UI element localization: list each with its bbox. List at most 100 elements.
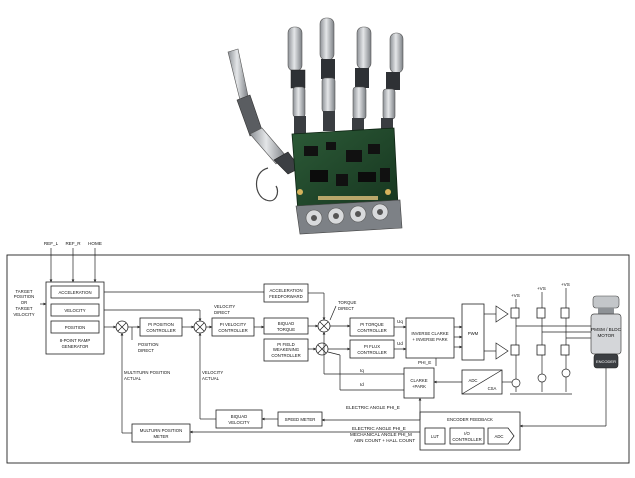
- svg-text:MOTOR: MOTOR: [597, 333, 615, 338]
- electric-angle-label: ELECTRIC ANGLE PHI_E: [346, 405, 400, 410]
- palm-pcb: [291, 127, 399, 213]
- ramp-acceleration: ACCELERATION: [58, 290, 91, 295]
- clarke-park: CLARKE +PARK: [403, 367, 435, 399]
- biquad-torque: BIQUAD TORQUE: [263, 317, 309, 335]
- finger-little: [381, 32, 404, 134]
- pi-velocity-controller: PI VELOCITY CONTROLLER: [211, 317, 255, 337]
- svg-text:PMSM / BLDC: PMSM / BLDC: [591, 327, 622, 332]
- svg-text:CONTROLLER: CONTROLLER: [218, 328, 247, 333]
- motor: PMSM / BLDC MOTOR ENCODER: [590, 295, 622, 369]
- velocity-actual-2: ACTUAL: [202, 376, 220, 381]
- svg-text:CONTROLLER: CONTROLLER: [271, 353, 300, 358]
- svg-text:CONTROLLER: CONTROLLER: [452, 437, 481, 442]
- pi-field-weakening-controller: PI FIELD WEAKENING CONTROLLER: [263, 338, 309, 362]
- svg-text:VELOCITY: VELOCITY: [228, 420, 249, 425]
- multiturn-position-meter: MULTURN POSITION METER: [131, 423, 191, 443]
- velocity-actual-1: VELOCITY: [202, 370, 223, 375]
- block-diagram: REF_L REF_R HOME TARGET POSITION OR TARG…: [6, 241, 630, 464]
- finger-index: [287, 26, 306, 134]
- svg-text:PI TORQUE: PI TORQUE: [360, 322, 384, 327]
- torque-direct-2: DIRECT: [338, 306, 354, 311]
- uq-label: Uq: [397, 319, 403, 324]
- sum-junction-position: [115, 320, 129, 334]
- svg-text:ENCODER: ENCODER: [596, 359, 616, 364]
- pi-position-controller: PI POSITION CONTROLLER: [139, 317, 183, 337]
- svg-text:ENCODER FEEDBACK: ENCODER FEEDBACK: [447, 417, 493, 422]
- svg-text:TORQUE: TORQUE: [277, 327, 295, 332]
- svg-text:PI FIELD: PI FIELD: [277, 342, 294, 347]
- multiturn-actual-2: ACTUAL: [124, 376, 142, 381]
- svg-text:+PARK: +PARK: [412, 384, 426, 389]
- ramp-velocity-box: [50, 303, 100, 317]
- robotic-hand-image: [227, 17, 404, 235]
- iq-label: Iq: [360, 368, 364, 373]
- svg-text:+VS: +VS: [537, 286, 546, 291]
- feedback-list-3: ABN COUNT + HALL COUNT: [354, 438, 415, 443]
- finger-ring: [352, 26, 372, 134]
- svg-text:PWM: PWM: [468, 331, 479, 336]
- svg-text:+ INVERSE PARK: + INVERSE PARK: [412, 337, 447, 342]
- phi-e-label: PHI_E: [418, 360, 431, 365]
- svg-text:PI POSITION: PI POSITION: [148, 322, 174, 327]
- sum-junction-velocity: [193, 320, 207, 334]
- target-line-2: POSITION: [14, 294, 35, 299]
- svg-text:LUT: LUT: [431, 434, 439, 439]
- svg-text:SPEED METER: SPEED METER: [285, 417, 316, 422]
- ramp-generator: ACCELERATION VELOCITY POSITION 8-POINT R…: [45, 281, 105, 355]
- svg-text:FEEDFORWARD: FEEDFORWARD: [269, 294, 302, 299]
- ramp-velocity: VELOCITY: [64, 308, 85, 313]
- ramp-title-1: 8-POINT RAMP: [60, 338, 91, 343]
- svg-text:ACCELERATION: ACCELERATION: [269, 288, 302, 293]
- diagram-frame: [6, 254, 630, 464]
- acceleration-feedforward: ACCELERATION FEEDFORWARD: [263, 283, 309, 303]
- feedback-list-1: ELECTRIC ANGLE PHI_E: [352, 426, 406, 431]
- svg-text:PI VELOCITY: PI VELOCITY: [220, 322, 247, 327]
- ref-r-label: REF_R: [65, 241, 81, 246]
- target-line-4: TARGET: [15, 306, 32, 311]
- ref-l-label: REF_L: [44, 241, 59, 246]
- svg-text:BIQUAD: BIQUAD: [231, 414, 247, 419]
- svg-text:+VS: +VS: [561, 282, 570, 287]
- svg-text:CONTROLLER: CONTROLLER: [357, 328, 386, 333]
- speed-meter: SPEED METER: [277, 411, 323, 427]
- ramp-position: POSITION: [65, 325, 86, 330]
- ud-label: Ud: [397, 341, 403, 346]
- svg-text:INVERSE CLARKE: INVERSE CLARKE: [411, 331, 448, 336]
- hand-base: [295, 199, 403, 235]
- target-input-label: TARGET POSITION OR TARGET VELOCITY: [13, 289, 47, 317]
- ramp-position-box: [50, 320, 100, 334]
- target-line-5: VELOCITY: [13, 312, 34, 317]
- svg-text:CLARKE: CLARKE: [410, 378, 427, 383]
- encoder-feedback: ENCODER FEEDBACK LUT I/O CONTROLLER ADC: [419, 411, 521, 451]
- inverse-clarke-park: INVERSE CLARKE + INVERSE PARK: [405, 317, 455, 359]
- pi-flux-controller: PI FLUX CONTROLLER: [349, 339, 395, 359]
- finger-middle: [319, 17, 336, 131]
- pi-torque-controller: PI TORQUE CONTROLLER: [349, 317, 395, 337]
- id-label: Id: [360, 382, 364, 387]
- svg-text:WEAKENING: WEAKENING: [273, 347, 300, 352]
- gate-drivers: [495, 305, 509, 360]
- ramp-acceleration-box: [50, 285, 100, 299]
- position-direct-2: DIRECT: [138, 348, 154, 353]
- velocity-direct-2: DIRECT: [214, 310, 230, 315]
- svg-text:PI FLUX: PI FLUX: [364, 344, 380, 349]
- svg-text:+VS: +VS: [511, 293, 520, 298]
- svg-text:ADC: ADC: [468, 378, 477, 383]
- svg-text:CSA: CSA: [488, 386, 497, 391]
- sum-junction-flux: [315, 342, 329, 356]
- svg-text:CONTROLLER: CONTROLLER: [146, 328, 175, 333]
- inverter-bridge: +VS +VS +VS: [510, 282, 592, 395]
- target-line-1: TARGET: [15, 289, 32, 294]
- multiturn-actual-1: MULTITURN POSITION: [124, 370, 170, 375]
- sum-junction-torque: [317, 319, 331, 333]
- svg-text:I/O: I/O: [464, 431, 470, 436]
- feedback-list-2: MECHANICAL ANGLE PHI_M: [350, 432, 412, 437]
- svg-text:ADC: ADC: [494, 434, 503, 439]
- torque-direct-1: TORQUE: [338, 300, 356, 305]
- ref-inputs: REF_L REF_R HOME: [44, 241, 102, 283]
- biquad-velocity: BIQUAD VELOCITY: [215, 409, 263, 429]
- svg-text:MULTURN POSITION: MULTURN POSITION: [140, 428, 182, 433]
- adc-csa: ADC CSA: [461, 369, 503, 395]
